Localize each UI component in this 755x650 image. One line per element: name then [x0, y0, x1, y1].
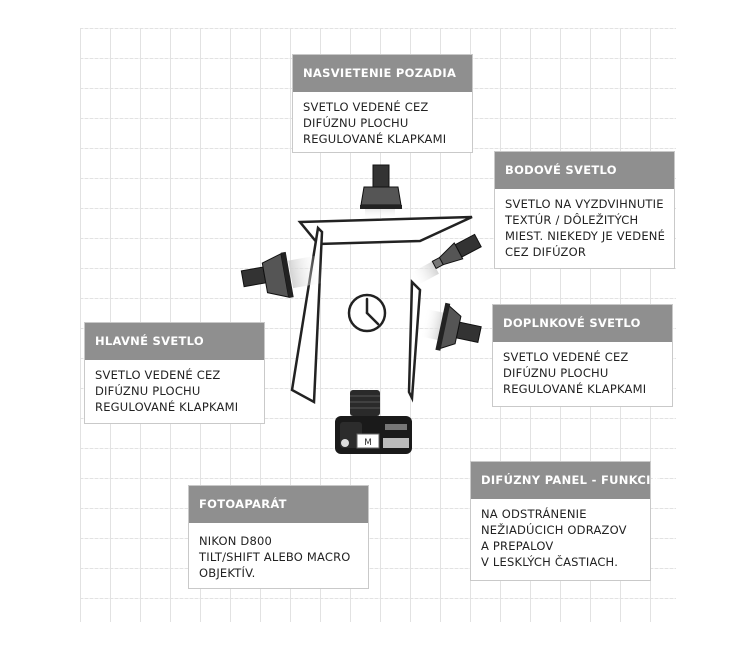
key-light-icon [240, 251, 325, 299]
key-light-box: HLAVNÉ SVETLO SVETLO VEDENÉ CEZ DIFÚZNU … [84, 322, 265, 424]
svg-text:M: M [364, 438, 372, 448]
camera-box: FOTOAPARÁT NIKON D800 TILT/SHIFT ALEBO M… [188, 485, 369, 589]
background-light-text: SVETLO VEDENÉ CEZ DIFÚZNU PLOCHU REGULOV… [293, 92, 472, 154]
background-light-box: NASVIETENIE POZADIA SVETLO VEDENÉ CEZ DI… [292, 54, 473, 153]
text-line: A PREPALOV [481, 539, 554, 553]
background-light-icon [360, 164, 402, 219]
camera-text: NIKON D800 TILT/SHIFT ALEBO MACRO OBJEKT… [189, 523, 368, 588]
background-diffuser-panel-icon [297, 215, 473, 246]
fill-light-text: SVETLO VEDENÉ CEZ DIFÚZNU PLOCHU REGULOV… [493, 342, 672, 404]
text-line: REGULOVANÉ KLAPKAMI [303, 132, 447, 146]
text-line: TILT/SHIFT ALEBO MACRO [199, 550, 351, 564]
text-line: DIFÚZNU PLOCHU [95, 384, 201, 398]
text-line: NEŽIADÚCICH ODRAZOV [481, 523, 627, 537]
text-line: SVETLO VEDENÉ CEZ [503, 350, 629, 364]
text-line: SVETLO VEDENÉ CEZ [95, 368, 221, 382]
text-line: SVETLO NA VYZDVIHNUTIE [505, 197, 664, 211]
text-line: TEXTÚR / DÔLEŽITÝCH [505, 213, 639, 227]
spot-light-text: SVETLO NA VYZDVIHNUTIE TEXTÚR / DÔLEŽITÝ… [495, 189, 674, 267]
diffuser-panel-text: NA ODSTRÁNENIE NEŽIADÚCICH ODRAZOV A PRE… [471, 499, 650, 577]
fill-light-icon [419, 302, 482, 351]
camera-icon: M [335, 390, 412, 454]
fill-light-box: DOPLNKOVÉ SVETLO SVETLO VEDENÉ CEZ DIFÚZ… [492, 304, 673, 407]
spot-light-icon [409, 233, 482, 286]
text-line: MIEST. NIEKEDY JE VEDENÉ [505, 229, 666, 243]
fill-light-title: DOPLNKOVÉ SVETLO [493, 305, 672, 342]
text-line: REGULOVANÉ KLAPKAMI [95, 400, 239, 414]
clock-icon [347, 293, 387, 333]
text-line: DIFÚZNU PLOCHU [303, 116, 409, 130]
text-line: NIKON D800 [199, 534, 273, 548]
text-line: V LESKLÝCH ČASTIACH. [481, 555, 619, 569]
background-light-title: NASVIETENIE POZADIA [293, 55, 472, 92]
text-line: REGULOVANÉ KLAPKAMI [503, 382, 647, 396]
text-line: SVETLO VEDENÉ CEZ [303, 100, 429, 114]
key-light-title: HLAVNÉ SVETLO [85, 323, 264, 360]
text-line: DIFÚZNU PLOCHU [503, 366, 609, 380]
text-line: CEZ DIFÚZOR [505, 245, 587, 259]
text-line: OBJEKTÍV. [199, 566, 256, 580]
key-light-text: SVETLO VEDENÉ CEZ DIFÚZNU PLOCHU REGULOV… [85, 360, 264, 422]
diffuser-panel-title: DIFÚZNY PANEL - FUNKCIA [471, 462, 660, 499]
left-diffuser-panel-icon [290, 225, 324, 405]
camera-title: FOTOAPARÁT [189, 486, 368, 523]
spot-light-box: BODOVÉ SVETLO SVETLO NA VYZDVIHNUTIE TEX… [494, 151, 675, 269]
text-line: NA ODSTRÁNENIE [481, 507, 587, 521]
spot-light-title: BODOVÉ SVETLO [495, 152, 674, 189]
diffuser-panel-box: DIFÚZNY PANEL - FUNKCIA NA ODSTRÁNENIE N… [470, 461, 660, 581]
right-diffuser-panel-icon [407, 279, 422, 403]
